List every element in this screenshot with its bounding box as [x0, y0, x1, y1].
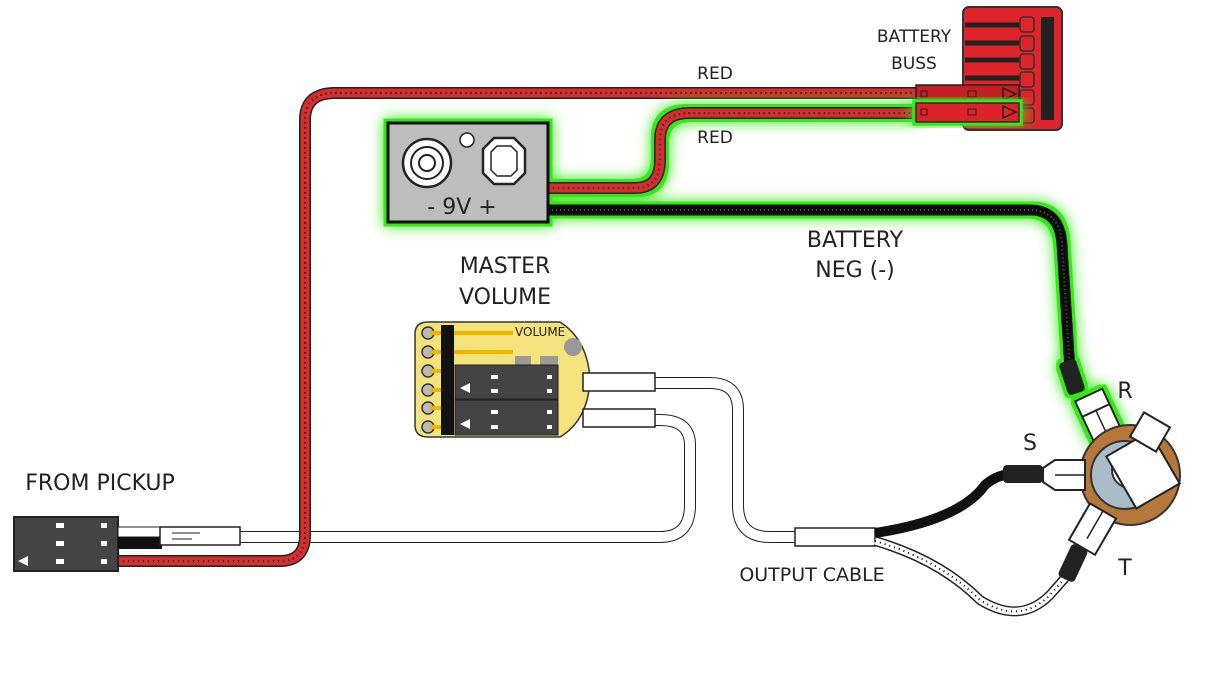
- red-wire-pickup-to-buss: [118, 87, 918, 567]
- buss-connector-top: [915, 84, 1020, 104]
- volume-to-output-cable: [590, 377, 880, 543]
- battery-neg-label-line2: NEG (-): [815, 258, 895, 283]
- output-cable: [794, 465, 1088, 617]
- battery-clip: - 9V +: [386, 121, 550, 224]
- tip-connector: [1067, 502, 1118, 557]
- from-pickup-label: FROM PICKUP: [25, 471, 175, 496]
- sleeve-connector: [1042, 459, 1086, 491]
- volume-board-label: VOLUME: [515, 325, 565, 339]
- sleeve-label: S: [1023, 431, 1037, 456]
- battery-buss-label-line1: BATTERY: [877, 27, 952, 47]
- battery-positive-terminal-icon: [481, 136, 527, 186]
- master-volume-label-line1: MASTER: [460, 254, 551, 279]
- battery-buss: [915, 6, 1063, 131]
- red-wire-battery: [548, 107, 918, 194]
- output-cable-label: OUTPUT CABLE: [739, 564, 884, 586]
- black-wire-battery-neg: [548, 204, 1085, 395]
- tip-label: T: [1117, 556, 1132, 581]
- battery-neg-label-line1: BATTERY: [807, 228, 904, 253]
- highlighted-battery-circuit: - 9V +: [386, 107, 1123, 444]
- master-volume-label-line2: VOLUME: [459, 285, 551, 310]
- pickup-connector: [13, 516, 241, 572]
- battery-clip-label: - 9V +: [427, 195, 496, 220]
- red-wire-label-top: RED: [697, 64, 733, 84]
- output-jack: [1042, 411, 1182, 557]
- red-wire-label-battery: RED: [697, 128, 733, 148]
- master-volume-board: VOLUME: [414, 321, 656, 438]
- pickup-to-volume-cable: [120, 414, 696, 543]
- battery-buss-label-line2: BUSS: [891, 54, 937, 74]
- ring-label: R: [1117, 379, 1132, 404]
- buss-connector-battery: [915, 102, 1020, 123]
